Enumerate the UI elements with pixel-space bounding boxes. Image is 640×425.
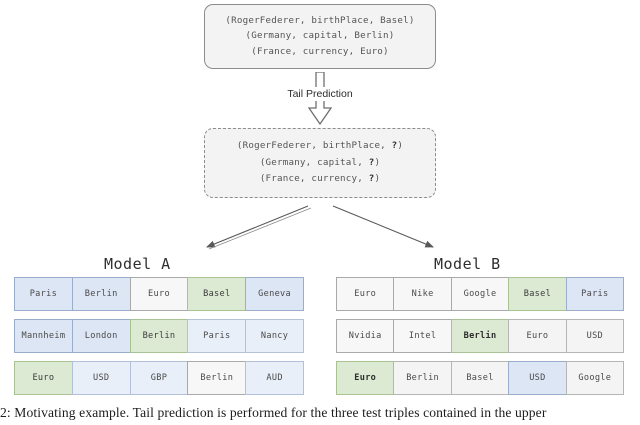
arrow-to-model-a-shadow [208, 207, 312, 250]
rank-cell[interactable]: USD [565, 319, 625, 353]
rank-cell[interactable]: Euro [508, 319, 567, 353]
unknown-tail-marker: ? [368, 173, 375, 185]
rank-cell[interactable]: Euro [129, 277, 189, 311]
test-triple-line: (France, currency, ?) [259, 173, 381, 185]
rank-cell[interactable]: Nike [393, 277, 452, 311]
rank-cell[interactable]: Berlin [187, 361, 247, 395]
rank-cell[interactable]: Nvidia [336, 319, 395, 353]
rank-cell[interactable]: GBP [129, 361, 189, 395]
rank-cell[interactable]: USD [508, 361, 567, 395]
training-triple-line: (France, currency, Euro) [251, 45, 389, 57]
rank-cell[interactable]: Nancy [245, 319, 304, 353]
test-triple-line: (RogerFederer, birthPlace, ?) [236, 140, 404, 152]
table-row: Euro Berlin Basel USD Google [336, 361, 625, 395]
table-row: Euro Nike Google Basel Paris [336, 277, 625, 311]
rank-cell[interactable]: Euro [336, 277, 395, 311]
unknown-tail-marker: ? [368, 156, 375, 168]
test-triples-box: (RogerFederer, birthPlace, ?) (Germany, … [204, 128, 436, 198]
rank-cell[interactable]: Euro [336, 361, 395, 395]
split-arrows [205, 205, 435, 250]
rank-cell[interactable]: Basel [187, 277, 247, 311]
model-a-ranking-table: Paris Berlin Euro Basel Geneva Mannheim … [14, 277, 304, 395]
rank-cell[interactable]: Google [450, 277, 510, 311]
rank-cell[interactable]: Basel [450, 361, 510, 395]
unknown-tail-marker: ? [391, 140, 398, 152]
arrow-to-model-a [205, 205, 309, 248]
test-triple-line: (Germany, capital, ?) [259, 156, 381, 168]
rank-cell[interactable]: Paris [187, 319, 247, 353]
rank-cell[interactable]: Mannheim [14, 319, 73, 353]
rank-cell[interactable]: Berlin [129, 319, 189, 353]
table-row: Mannheim London Berlin Paris Nancy [14, 319, 304, 353]
tail-prediction-label: Tail Prediction [272, 87, 368, 102]
rank-cell[interactable]: Paris [14, 277, 73, 311]
rank-cell[interactable]: Intel [393, 319, 452, 353]
training-triple-line: (RogerFederer, birthPlace, Basel) [225, 15, 415, 27]
training-triple-line: (Germany, capital, Berlin) [245, 30, 395, 42]
model-a-title: Model A [104, 255, 171, 273]
rank-cell[interactable]: Google [565, 361, 625, 395]
training-triples-box: (RogerFederer, birthPlace, Basel) (Germa… [204, 4, 436, 69]
rank-cell[interactable]: Geneva [245, 277, 304, 311]
table-row: Euro USD GBP Berlin AUD [14, 361, 304, 395]
rank-cell[interactable]: USD [71, 361, 131, 395]
rank-cell[interactable]: Basel [508, 277, 567, 311]
rank-cell[interactable]: AUD [245, 361, 304, 395]
rank-cell[interactable]: Berlin [450, 319, 510, 353]
figure-caption: 2: Motivating example. Tail prediction i… [0, 405, 547, 420]
rank-cell[interactable]: Euro [14, 361, 73, 395]
table-row: Paris Berlin Euro Basel Geneva [14, 277, 304, 311]
table-row: Nvidia Intel Berlin Euro USD [336, 319, 625, 353]
rank-cell[interactable]: Berlin [71, 277, 131, 311]
model-b-ranking-table: Euro Nike Google Basel Paris Nvidia Inte… [336, 277, 625, 395]
rank-cell[interactable]: London [71, 319, 131, 353]
model-b-title: Model B [434, 255, 501, 273]
rank-cell[interactable]: Paris [565, 277, 625, 311]
rank-cell[interactable]: Berlin [393, 361, 452, 395]
arrow-to-model-b [332, 205, 435, 248]
